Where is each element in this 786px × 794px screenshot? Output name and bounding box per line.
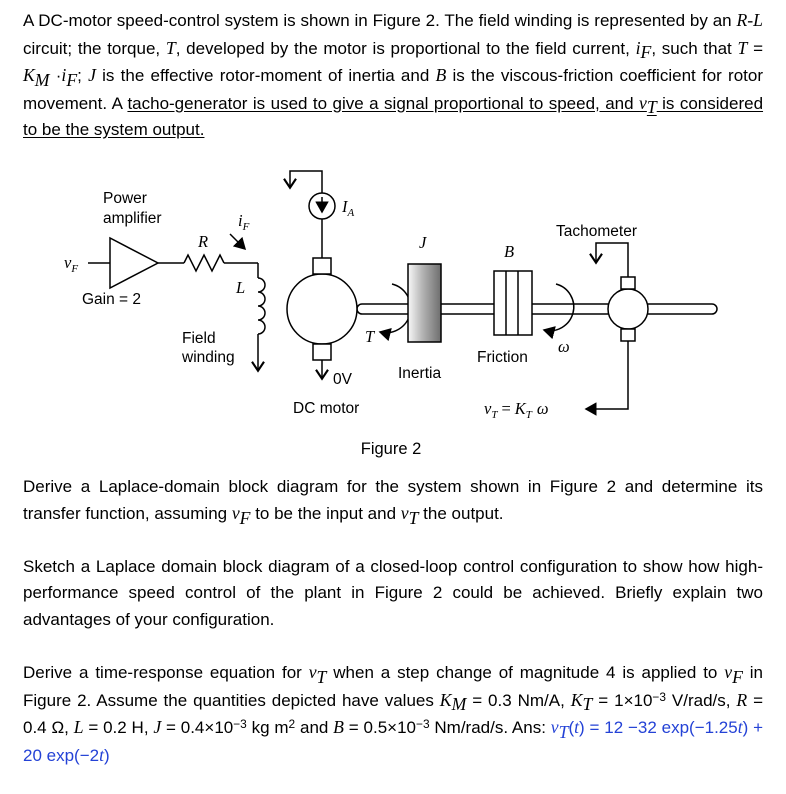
inertia-disk-shape [407,262,442,343]
field-circuit: R iF L Field winding [158,211,266,373]
inductor-symbol [257,276,266,335]
gain-label: Gain = 2 [82,291,141,308]
torque-label: T [365,327,376,346]
inertia-label: Inertia [398,365,441,382]
intro-block: A DC-motor speed-control system is shown… [0,0,786,144]
supply-return-arrow [283,169,323,193]
tacho-brush [620,327,636,342]
figure-caption: Figure 2 [361,440,422,458]
zero-volt-label: 0V [333,371,353,388]
inductance-label: L [235,278,245,297]
tacho-ground-arrow [589,241,629,277]
question-1-paragraph: Derive a Laplace-domain block diagram fo… [23,476,763,528]
current-direction-arrow [229,232,247,250]
omega-arrow: ω [542,282,575,356]
tachometer-label: Tachometer [556,223,637,240]
vf-input-label: vF [64,253,78,275]
field-current-label: iF [238,211,250,233]
dc-motor-label: DC motor [293,400,359,417]
amplifier-triangle [109,236,160,289]
motor-brush [312,256,332,275]
friction-element: B Friction [477,242,533,366]
field-winding-label: winding [181,349,235,366]
questions-block: Derive a Laplace-domain block diagram fo… [0,474,786,770]
armature-current-label: IA [341,197,355,219]
tacho-output-arrow [584,340,629,416]
tacho-body [607,287,649,330]
friction-block [493,269,533,336]
figure-2-diagram: Power amplifier vF Gain = 2 R iF L Field… [64,169,718,458]
power-amplifier: Power amplifier vF Gain = 2 [64,190,162,308]
motor-brush [312,342,332,361]
field-winding-label: Field [182,330,216,347]
omega-label: ω [558,337,570,356]
torque-arrow: T [365,282,412,346]
power-amplifier-label: amplifier [103,210,162,227]
question-3-paragraph: Derive a time-response equation for vT w… [23,662,764,765]
power-amplifier-label: Power [103,190,147,207]
armature-supply: IA [283,169,355,258]
intro-paragraph: A DC-motor speed-control system is shown… [23,10,764,139]
friction-symbol-label: B [504,242,514,261]
dc-motor: 0V DC motor [286,256,359,417]
inertia-disk: J Inertia [398,233,442,382]
friction-label: Friction [477,349,528,366]
speed-rotation-arrow [542,282,575,339]
resistance-label: R [197,232,208,251]
resistor-symbol [183,252,225,273]
motor-body [286,272,358,345]
inertia-symbol-label: J [419,233,427,252]
tacho-brush [620,275,636,290]
question-2-paragraph: Sketch a Laplace domain block diagram of… [23,556,763,629]
tachometer: Tachometer [556,223,649,342]
